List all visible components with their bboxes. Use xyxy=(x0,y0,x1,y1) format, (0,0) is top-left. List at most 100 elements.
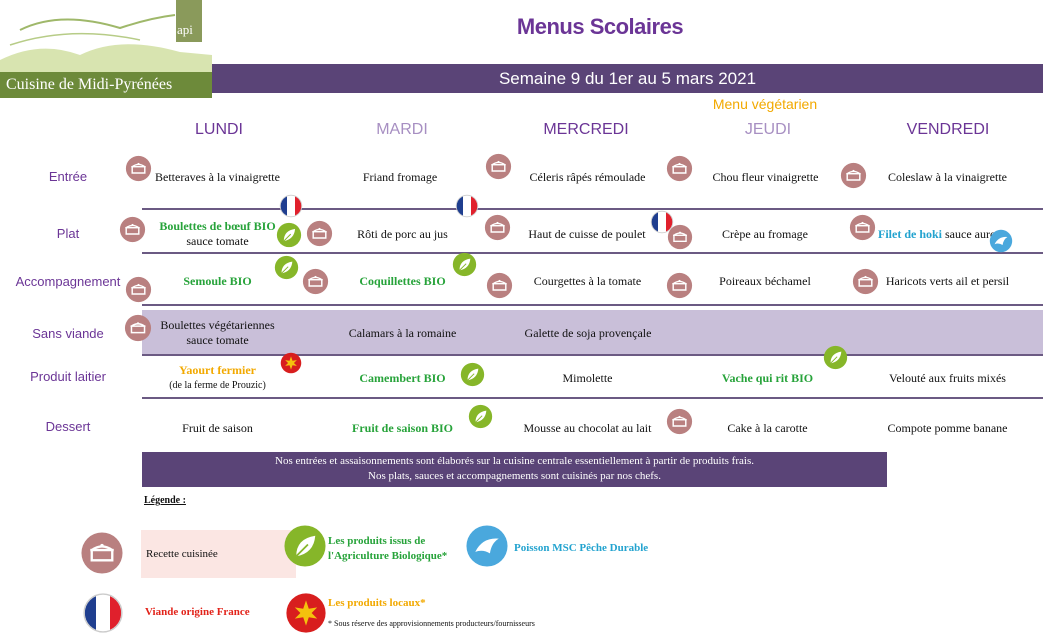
bio-leaf-icon xyxy=(452,252,477,277)
plat-lundi: Boulettes de bœuf BIO sauce tomate xyxy=(150,219,285,249)
recette-icon xyxy=(302,268,329,295)
row-label-accompagnement: Accompagnement xyxy=(15,274,121,289)
day-jeudi: JEUDI xyxy=(744,121,792,138)
sans-viande-lundi: Boulettes végétariennes sauce tomate xyxy=(150,318,285,348)
legend-recette-icon xyxy=(80,531,124,575)
row-divider xyxy=(142,252,1043,254)
accomp-jeudi: Poireaux béchamel xyxy=(719,274,811,288)
legend-bio-line1: Les produits issus de xyxy=(328,535,426,547)
row-divider xyxy=(142,208,1043,210)
recette-icon xyxy=(486,272,513,299)
row-divider xyxy=(142,397,1043,399)
plat-vendredi-sauce: sauce aurore xyxy=(945,227,1006,241)
sans-viande-mardi: Calamars à la romaine xyxy=(348,326,457,340)
dessert-vendredi: Compote pomme banane xyxy=(887,421,1008,435)
row-label-plat: Plat xyxy=(56,226,80,241)
france-flag-icon xyxy=(279,194,303,218)
legend-bio-label: Les produits issus de l'Agriculture Biol… xyxy=(328,534,447,564)
laitier-mercredi: Mimolette xyxy=(562,371,613,385)
recette-icon xyxy=(667,224,693,250)
entree-mercredi: Céleris râpés rémoulade xyxy=(529,170,646,184)
dessert-mardi: Fruit de saison BIO xyxy=(351,421,453,435)
legend-recette-box xyxy=(141,530,296,578)
logo-badge: api xyxy=(177,22,193,37)
page-title: Menus Scolaires xyxy=(516,14,684,39)
france-flag-icon xyxy=(455,194,479,218)
sans-viande-lundi-line2: sauce tomate xyxy=(186,333,249,347)
sans-viande-mercredi: Galette de soja provençale xyxy=(524,326,652,340)
dessert-mercredi: Mousse au chocolat au lait xyxy=(523,421,652,435)
day-lundi: LUNDI xyxy=(194,121,243,138)
recette-icon xyxy=(306,220,333,247)
dessert-lundi: Fruit de saison xyxy=(182,421,253,435)
plat-vendredi-fish: Filet de hoki xyxy=(878,227,943,241)
logo-text: Cuisine de Midi-Pyrénées xyxy=(6,76,173,93)
legend-title: Légende : xyxy=(144,495,186,506)
bio-leaf-icon xyxy=(468,404,493,429)
recette-icon xyxy=(125,276,152,303)
plat-lundi-line2: sauce tomate xyxy=(186,234,249,248)
sans-viande-band xyxy=(142,310,1043,354)
local-products-icon xyxy=(280,352,302,374)
recette-icon xyxy=(666,272,693,299)
entree-lundi: Betteraves à la vinaigrette xyxy=(155,170,280,184)
row-label-produit-laitier: Produit laitier xyxy=(30,369,106,384)
msc-fish-icon xyxy=(989,229,1013,253)
laitier-mardi: Camembert BIO xyxy=(359,371,446,385)
week-banner: Semaine 9 du 1er au 5 mars 2021 xyxy=(212,64,1043,93)
recette-icon xyxy=(852,268,879,295)
legend-recette-label: Recette cuisinée xyxy=(146,548,218,560)
recette-icon xyxy=(666,155,693,182)
sans-viande-lundi-line1: Boulettes végétariennes xyxy=(160,318,275,332)
accomp-mercredi: Courgettes à la tomate xyxy=(533,274,642,288)
legend-bio-icon xyxy=(283,524,327,568)
recette-icon xyxy=(484,214,511,241)
vegetarian-note: Menu végétarien xyxy=(712,96,818,112)
plat-mercredi: Haut de cuisse de poulet xyxy=(528,227,646,241)
legend-france-label: Viande origine France xyxy=(145,606,250,618)
entree-jeudi: Chou fleur vinaigrette xyxy=(712,170,819,184)
footer-note: Nos entrées et assaisonnements sont élab… xyxy=(142,452,887,487)
row-divider xyxy=(142,304,1043,306)
dessert-jeudi: Cake à la carotte xyxy=(727,421,808,435)
legend-locaux-label: Les produits locaux* xyxy=(328,597,426,609)
day-mardi: MARDI xyxy=(376,121,428,138)
legend-msc-label: Poisson MSC Pêche Durable xyxy=(514,542,649,554)
recette-icon xyxy=(125,155,152,182)
day-mercredi: MERCREDI xyxy=(543,121,629,138)
footer-line-1: Nos entrées et assaisonnements sont élab… xyxy=(275,455,754,467)
plat-lundi-line1: Boulettes de bœuf BIO xyxy=(159,219,276,233)
laitier-lundi-line2: (de la ferme de Prouzic) xyxy=(169,380,266,391)
legend-france-flag-icon xyxy=(82,592,124,634)
row-label-entree: Entrée xyxy=(48,169,88,184)
accomp-mardi: Coquillettes BIO xyxy=(359,274,446,288)
laitier-jeudi: Vache qui rit BIO xyxy=(721,371,814,385)
bio-leaf-icon xyxy=(276,222,302,248)
legend-footnote: * Sous réserve des approvisionnements pr… xyxy=(328,619,535,628)
row-label-dessert: Dessert xyxy=(45,419,91,434)
bio-leaf-icon xyxy=(823,345,848,370)
bio-leaf-icon xyxy=(460,362,485,387)
laitier-lundi: Yaourt fermier (de la ferme de Prouzic) xyxy=(150,363,285,393)
legend-bio-line2: l'Agriculture Biologique* xyxy=(328,550,448,562)
recette-icon xyxy=(124,314,152,342)
legend-local-icon xyxy=(285,592,327,634)
footer-line-2: Nos plats, sauces et accompagnements son… xyxy=(368,470,661,482)
recette-icon xyxy=(485,153,512,180)
recette-icon xyxy=(840,162,867,189)
recette-icon xyxy=(666,408,693,435)
legend-msc-icon xyxy=(462,524,512,568)
recette-icon xyxy=(849,214,876,241)
laitier-lundi-line1: Yaourt fermier xyxy=(179,363,256,377)
row-divider xyxy=(142,354,1043,356)
day-vendredi: VENDREDI xyxy=(906,121,990,138)
row-label-sans-viande: Sans viande xyxy=(32,326,104,341)
recette-icon xyxy=(119,216,146,243)
laitier-vendredi: Velouté aux fruits mixés xyxy=(889,371,1006,385)
accomp-vendredi: Haricots verts ail et persil xyxy=(885,274,1010,288)
plat-mardi: Rôti de porc au jus xyxy=(357,227,448,241)
plat-vendredi: Filet de hoki sauce aurore xyxy=(878,227,1028,242)
logo: api Cuisine de Midi-Pyrénées xyxy=(0,0,212,100)
accomp-lundi: Semoule BIO xyxy=(183,274,252,288)
plat-jeudi: Crèpe au fromage xyxy=(722,227,808,241)
